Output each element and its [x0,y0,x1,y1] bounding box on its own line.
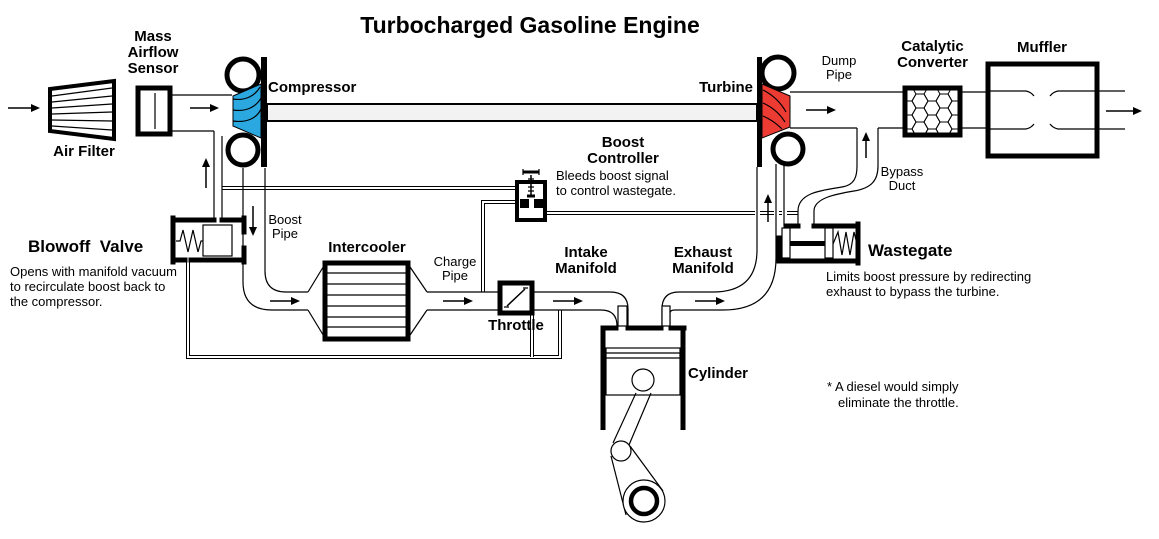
flow-arrow-charge [443,297,473,305]
air-filter-label: Air Filter [53,143,115,160]
flow-arrow-exhaust [695,297,725,305]
wastegate-description: Limits boost pressure by redirecting exh… [826,269,1032,300]
blowoff-valve-description: Opens with manifold vacuum to recirculat… [10,264,177,310]
flow-arrow-bypass-up [862,132,870,158]
exhaust-manifold-label: Exhaust Manifold [672,244,734,277]
flow-arrow-recirculation-up [202,158,210,188]
boost-controller-description: Bleeds boost signal to control wastegate… [556,168,676,198]
flow-arrow-boost-down [249,206,257,236]
maf-sensor-shape [135,85,173,137]
flow-arrow-pre-compressor [190,104,219,112]
dump-pipe-label: Dump Pipe [821,53,857,82]
inlet-duct [170,94,232,132]
wastegate-shape [776,221,861,266]
blowoff-valve-label: Blowoff Valve [28,237,144,256]
bypass-duct-label: Bypass Duct [880,164,924,193]
throttle-shape [497,280,535,316]
charge-pipe-shape [427,291,500,311]
boost-pipe-shape [242,168,308,311]
vacuum-signal-line [186,262,562,359]
flow-arrow-intake [553,297,583,305]
flow-arrow-riser-up [764,194,772,222]
cylinder-shape [600,305,687,523]
intercooler-tapers [307,263,428,339]
boost-controller-shape [515,169,547,222]
bleed-line [481,200,517,292]
charge-pipe-label: Charge Pipe [433,254,477,283]
intercooler-shape [322,260,411,342]
flow-arrows [8,104,1142,305]
wastegate-label: Wastegate [868,241,953,260]
intake-manifold-pipe [532,291,629,327]
intercooler-label: Intercooler [328,239,406,256]
flow-arrow-dump [806,106,836,114]
blowoff-valve-shape [170,215,247,265]
muffler-label: Muffler [1017,39,1067,56]
recirculation-pipe [213,131,223,218]
muffler-shape [985,61,1100,159]
compressor-label: Compressor [268,79,357,96]
catalytic-converter-shape [902,85,963,138]
catalytic-converter-label: Catalytic Converter [897,38,968,71]
turbine-label: Turbine [699,79,753,96]
flow-arrow-inlet [8,104,40,112]
cylinder-label: Cylinder [688,365,749,382]
compressor-icon [224,56,267,168]
turbo-shaft [266,103,758,122]
air-filter-shape [48,78,116,142]
boost-pipe-label: Boost Pipe [268,212,302,241]
dump-pipe-shape [790,90,1125,130]
boost-controller-label: Boost Controller [587,134,659,167]
intake-manifold-label: Intake Manifold [555,244,617,277]
diagram-title: Turbocharged Gasoline Engine [360,12,700,38]
turbine-icon [757,54,806,167]
maf-label: Mass Airflow Sensor [127,28,179,77]
diesel-note: * A diesel would simply eliminate the th… [827,379,959,410]
flow-arrow-into-intercooler [270,297,300,305]
flow-arrow-tailpipe [1106,107,1142,115]
throttle-label: Throttle [488,317,544,334]
